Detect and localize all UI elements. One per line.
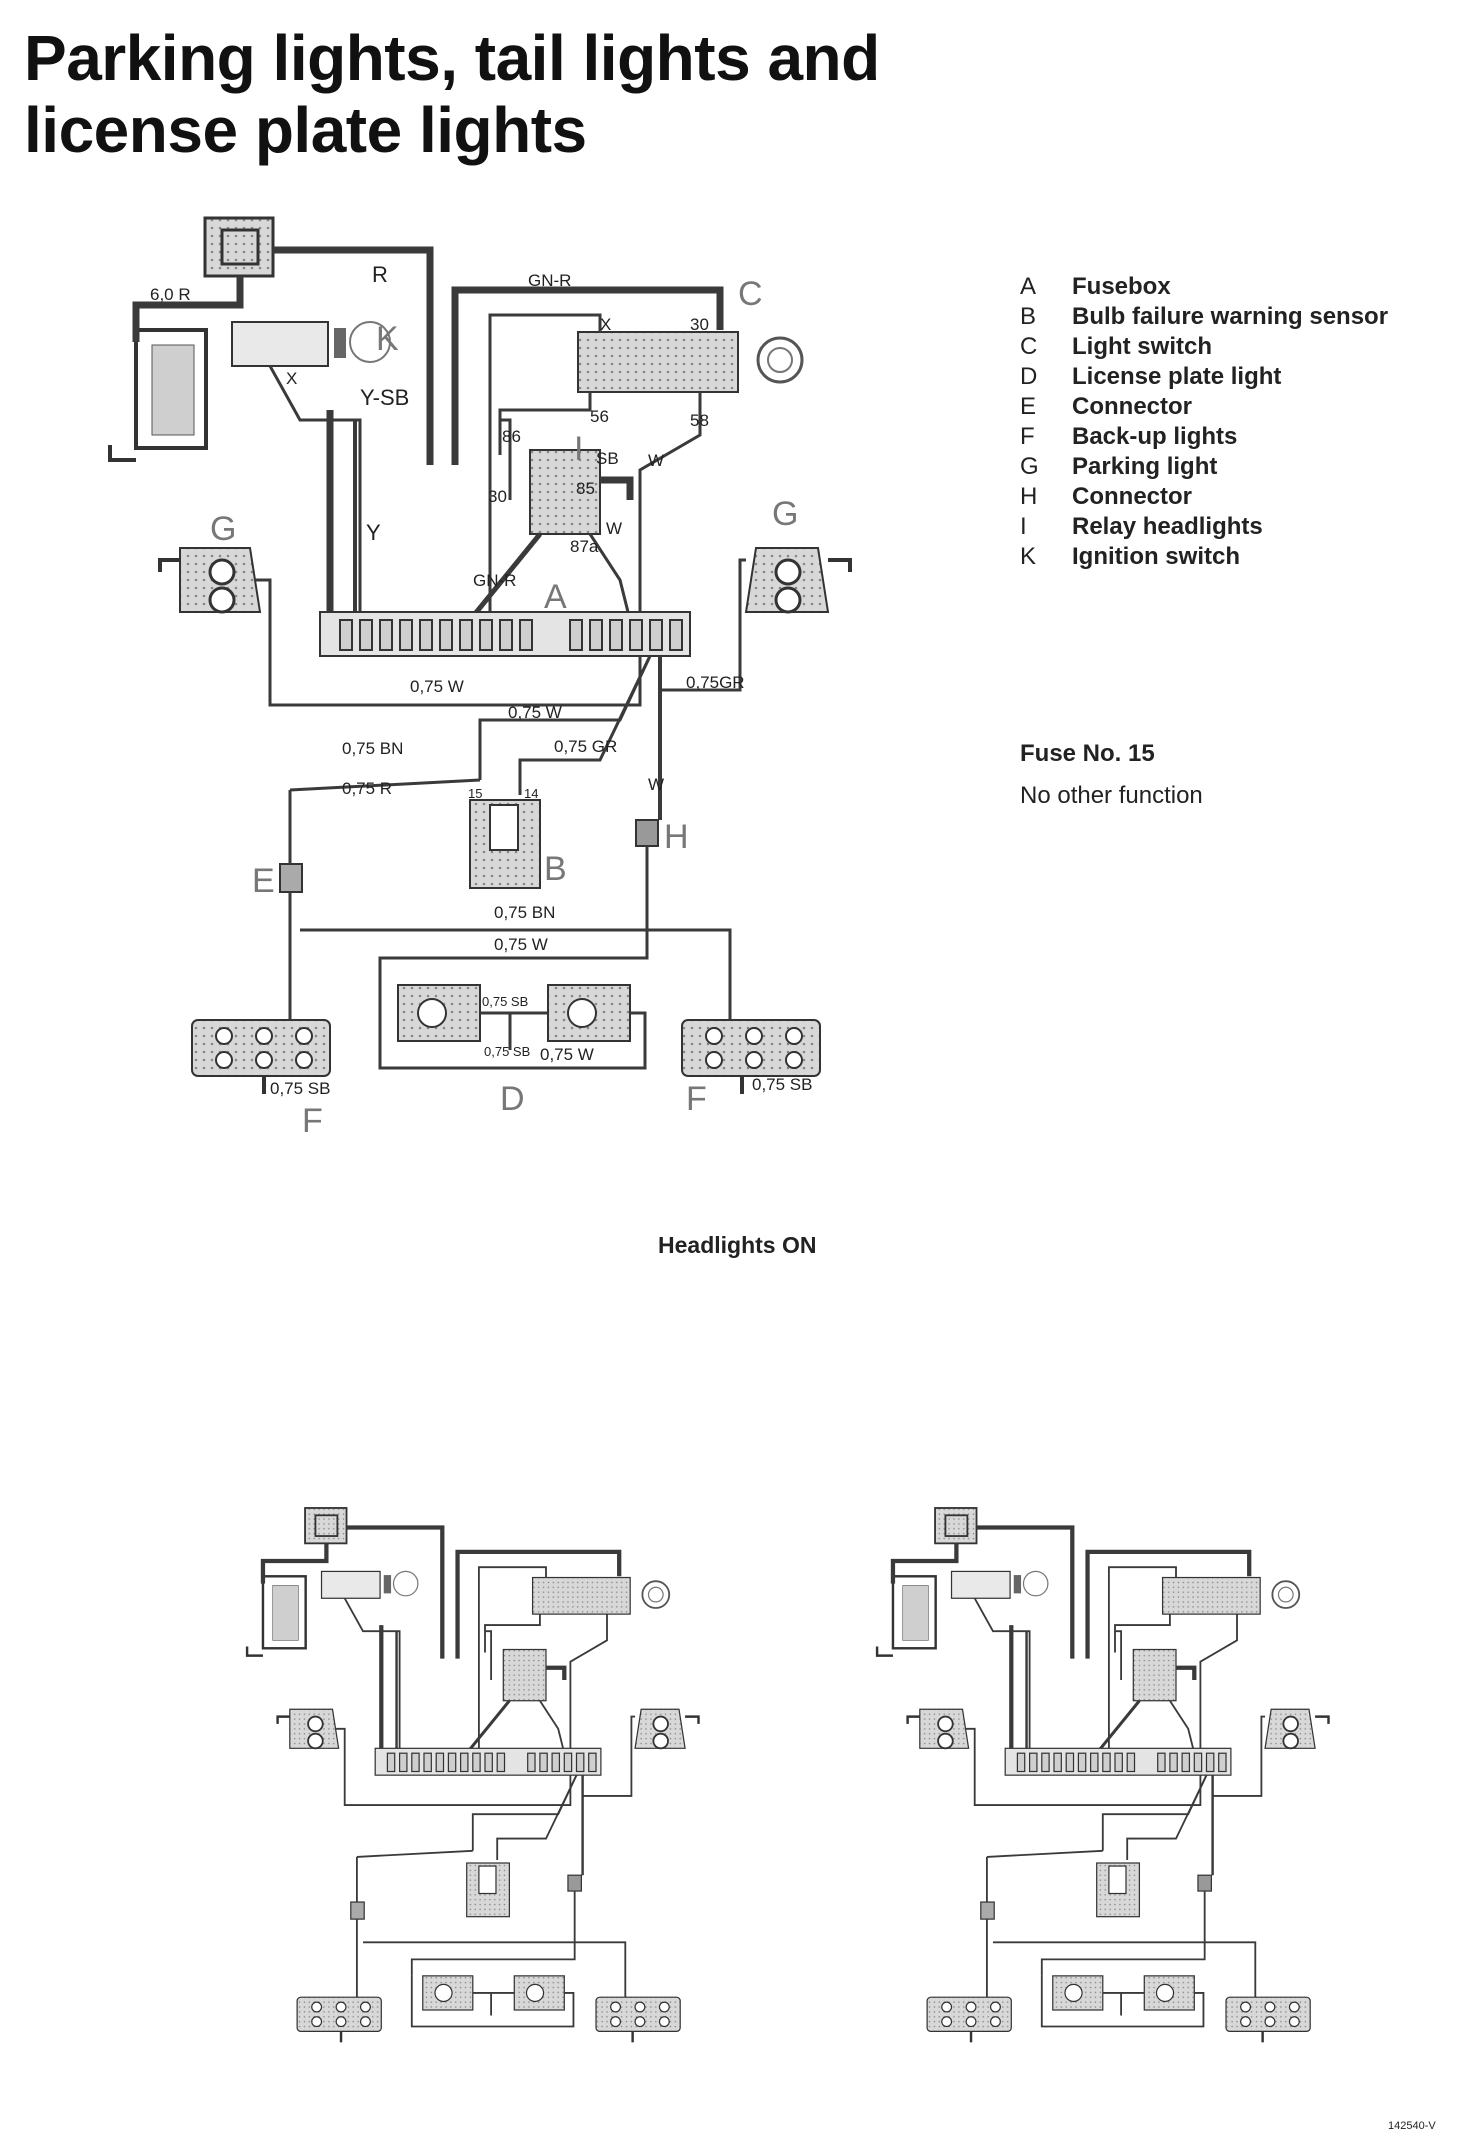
- legend-text: Fusebox: [1072, 273, 1171, 300]
- legend-item: A Fusebox: [1020, 272, 1460, 302]
- wire-sb: SB: [596, 449, 619, 468]
- headlights-schematic-left: [247, 1508, 698, 2042]
- wire-gn-r: GN-R: [528, 271, 571, 290]
- terminal-85: 85: [576, 479, 595, 498]
- label-e: E: [252, 862, 275, 900]
- figure-code: 142540-V: [1388, 2120, 1436, 2132]
- terminal-58: 58: [690, 411, 709, 430]
- wire-w-2: W: [606, 519, 622, 538]
- legend-item: F Back-up lights: [1020, 422, 1460, 452]
- legend-text: Back-up lights: [1072, 423, 1238, 450]
- label-i: I: [574, 430, 583, 468]
- legend-text: License plate light: [1072, 363, 1282, 390]
- headlights-schematic-right: [877, 1508, 1328, 2042]
- wire-y-sb: Y-SB: [360, 385, 409, 410]
- legend-key: F: [1020, 423, 1035, 450]
- wire-075w-4: 0,75 W: [540, 1045, 594, 1064]
- terminal-14: 14: [524, 786, 538, 801]
- legend-item: K Ignition switch: [1020, 542, 1460, 572]
- page-title: Parking lights, tail lights and license …: [24, 22, 880, 166]
- legend-key: K: [1020, 543, 1037, 570]
- wire-w: W: [648, 451, 664, 470]
- main-schematic: K C I G G A B H E D F F R GN-R 6,0 R Y-S…: [110, 218, 850, 1140]
- label-b: B: [544, 850, 567, 888]
- wire-w-3: W: [648, 775, 664, 794]
- wire-075r: 0,75 R: [342, 779, 392, 798]
- legend-item: H Connector: [1020, 482, 1460, 512]
- wire-6r: 6,0 R: [150, 285, 191, 304]
- wire-075gr-2: 0,75 GR: [554, 737, 617, 756]
- wire-075w-3: 0,75 W: [494, 935, 548, 954]
- legend-item: E Connector: [1020, 392, 1460, 422]
- legend-item: D License plate light: [1020, 362, 1460, 392]
- fuse-title: Fuse No. 15: [1020, 740, 1155, 767]
- terminal-15: 15: [468, 786, 482, 801]
- legend-text: Connector: [1072, 393, 1192, 420]
- legend-key: B: [1020, 303, 1037, 330]
- terminal-86: 86: [502, 427, 521, 446]
- wire-075w: 0,75 W: [410, 677, 464, 696]
- wire-y: Y: [366, 520, 381, 545]
- wire-075sb-2: 0,75 SB: [484, 1044, 530, 1059]
- legend-key: A: [1020, 273, 1037, 300]
- terminal-x-ignition: X: [286, 369, 297, 388]
- label-k: K: [376, 320, 399, 358]
- label-a: A: [544, 578, 567, 616]
- legend-item: B Bulb failure warning sensor: [1020, 302, 1460, 332]
- wire-075w-2: 0,75 W: [508, 703, 562, 722]
- wire-075sb: 0,75 SB: [482, 994, 528, 1009]
- wire-075gr: 0,75GR: [686, 673, 745, 692]
- legend-key: C: [1020, 333, 1038, 360]
- wire-075sb-3: 0,75 SB: [270, 1079, 331, 1098]
- terminal-x: X: [600, 315, 611, 334]
- terminal-30-relay: 30: [488, 487, 507, 506]
- wire-075bn-2: 0,75 BN: [494, 903, 555, 922]
- legend-text: Parking light: [1072, 453, 1218, 480]
- legend-text: Relay headlights: [1072, 513, 1263, 540]
- label-c: C: [738, 275, 763, 313]
- headlights-on-caption: Headlights ON: [658, 1232, 817, 1258]
- label-d: D: [500, 1080, 525, 1118]
- legend-text: Light switch: [1072, 333, 1212, 360]
- legend-item: G Parking light: [1020, 452, 1460, 482]
- fuse-text: No other function: [1020, 782, 1203, 809]
- legend-item: C Light switch: [1020, 332, 1460, 362]
- legend-key: G: [1020, 453, 1039, 480]
- terminal-30: 30: [690, 315, 709, 334]
- legend-key: E: [1020, 393, 1037, 420]
- label-f-right: F: [686, 1080, 707, 1118]
- legend-item: I Relay headlights: [1020, 512, 1460, 542]
- legend-key: H: [1020, 483, 1038, 510]
- label-g-right: G: [772, 495, 798, 533]
- label-g-left: G: [210, 510, 236, 548]
- legend-text: Ignition switch: [1072, 543, 1240, 570]
- label-h: H: [664, 818, 689, 856]
- wire-r: R: [372, 262, 388, 287]
- terminal-56: 56: [590, 407, 609, 426]
- wire-gn-r-2: GN-R: [473, 571, 516, 590]
- wire-075sb-4: 0,75 SB: [752, 1075, 813, 1094]
- wire-075bn: 0,75 BN: [342, 739, 403, 758]
- legend-text: Connector: [1072, 483, 1192, 510]
- label-f-left: F: [302, 1102, 323, 1140]
- legend-key: D: [1020, 363, 1038, 390]
- terminal-87a: 87a: [570, 537, 599, 556]
- legend-text: Bulb failure warning sensor: [1072, 303, 1389, 330]
- component-legend: A Fusebox B Bulb failure warning sensor C L…: [1020, 272, 1460, 572]
- legend-key: I: [1020, 513, 1027, 540]
